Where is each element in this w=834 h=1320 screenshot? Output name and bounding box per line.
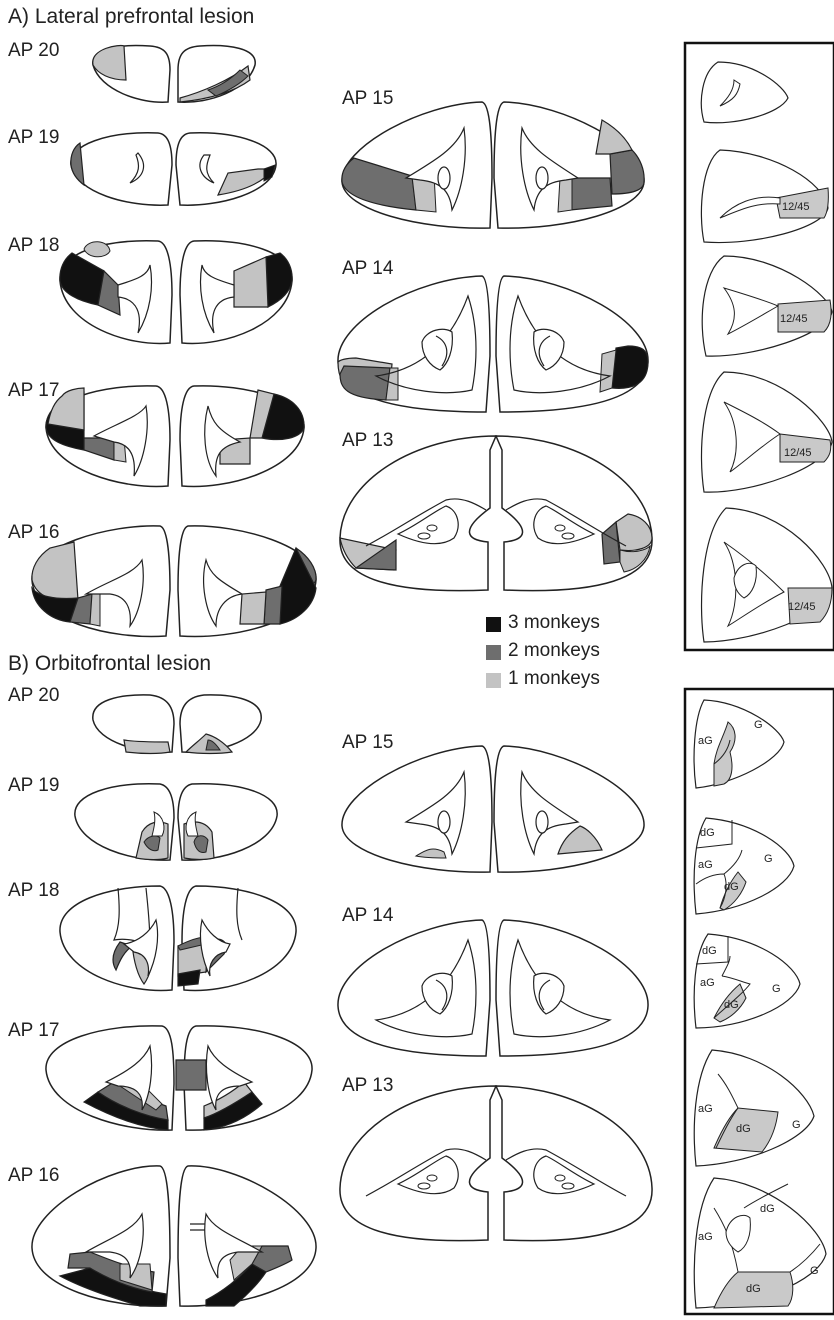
panel-b-section-ap16 (30, 1160, 320, 1310)
panel-b-inset-box: G aG dG aG dG G dG aG dG G aG dG G (684, 688, 834, 1316)
panel-b-section-ap14 (336, 916, 650, 1062)
panel-b-label-ap19: AP 19 (8, 775, 59, 797)
panel-a-inset-label-2: 12/45 (780, 313, 808, 325)
panel-b-section-ap19 (72, 776, 282, 868)
panel-a-section-ap18 (58, 235, 294, 353)
panel-a-inset-label-4: 12/45 (788, 601, 816, 613)
legend-swatch-3 (486, 617, 501, 632)
panel-b-inset-label-ag-1: aG (698, 735, 713, 747)
panel-a-section-ap17 (44, 380, 306, 498)
panel-a-section-ap13 (336, 430, 656, 600)
panel-b-section-ap18 (58, 880, 298, 1004)
panel-b-label-ap18: AP 18 (8, 880, 59, 902)
panel-b-inset-label-dg-1: dG (700, 827, 715, 839)
panel-a-label-ap18: AP 18 (8, 235, 59, 257)
panel-b-inset-label-g-1: G (754, 719, 763, 731)
panel-b-inset-label-dg-6: dG (760, 1203, 775, 1215)
panel-b-inset-label-dg-5: dG (736, 1123, 751, 1135)
legend-label-3: 3 monkeys (508, 612, 600, 634)
panel-b-section-ap20 (90, 690, 270, 762)
panel-b-inset-label-dg-2: dG (724, 881, 739, 893)
panel-a-inset-box: 12/45 12/45 12/45 12/45 (684, 42, 834, 652)
panel-b-inset-label-g-5: G (810, 1265, 819, 1277)
panel-b-label-ap20: AP 20 (8, 685, 59, 707)
panel-a-label-ap20: AP 20 (8, 40, 59, 62)
legend-label-2: 2 monkeys (508, 640, 600, 662)
legend-swatch-1 (486, 673, 501, 688)
panel-b-inset-label-g-2: G (764, 853, 773, 865)
legend-label-1: 1 monkeys (508, 668, 600, 690)
panel-a-section-ap16 (30, 520, 320, 648)
panel-b-inset-label-dg-3: dG (702, 945, 717, 957)
panel-a-inset-label-3: 12/45 (784, 447, 812, 459)
panel-b-section-ap13 (336, 1080, 656, 1250)
panel-a-section-ap14 (336, 272, 650, 418)
panel-a-section-ap15 (340, 98, 646, 236)
panel-b-inset-label-dg-7: dG (746, 1283, 761, 1295)
panel-a-heading: A) Lateral prefrontal lesion (8, 5, 254, 29)
panel-b-inset-label-ag-5: aG (698, 1231, 713, 1243)
panel-b-section-ap17 (44, 1020, 314, 1140)
panel-b-inset-label-g-3: G (772, 983, 781, 995)
panel-b-inset-label-g-4: G (792, 1119, 801, 1131)
panel-a-label-ap19: AP 19 (8, 127, 59, 149)
panel-b-heading: B) Orbitofrontal lesion (8, 652, 211, 676)
panel-a-section-ap19 (68, 125, 288, 215)
panel-b-section-ap15 (340, 742, 646, 880)
panel-b-inset-label-dg-4: dG (724, 999, 739, 1011)
panel-b-inset-label-ag-4: aG (698, 1103, 713, 1115)
panel-b-inset-label-ag-3: aG (700, 977, 715, 989)
panel-b-inset-label-ag-2: aG (698, 859, 713, 871)
panel-a-section-ap20 (90, 40, 260, 110)
panel-a-inset-label-1: 12/45 (782, 201, 810, 213)
legend-swatch-2 (486, 645, 501, 660)
